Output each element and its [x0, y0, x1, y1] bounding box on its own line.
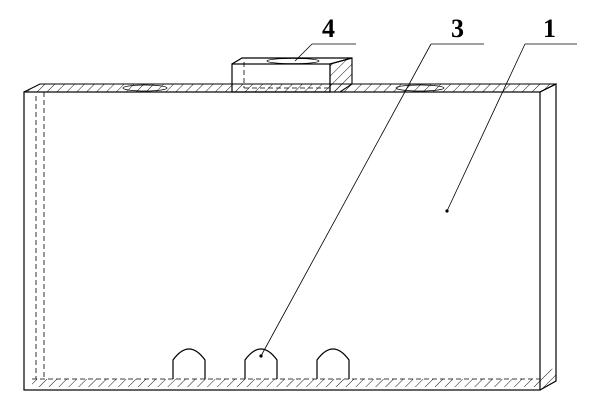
- top-block: [231, 57, 353, 93]
- arch-opening-2: [244, 348, 278, 379]
- arch-opening-3: [316, 348, 350, 379]
- box-front-face: [23, 91, 541, 391]
- callout-1-leader: [446, 43, 526, 212]
- callout-3: 3: [260, 14, 484, 357]
- top-wall-band: [23, 83, 557, 93]
- callout-4-label: 4: [322, 14, 335, 43]
- callout-4-leader: [294, 43, 313, 62]
- bottom-wall-band: [32, 379, 540, 387]
- top-hole-left: [122, 84, 168, 92]
- box-side-face: [539, 83, 557, 391]
- top-block-side: [329, 57, 353, 93]
- arch-openings: [172, 348, 350, 379]
- callout-4: 4: [294, 14, 356, 62]
- callout-1: 1: [445, 14, 577, 213]
- callout-3-label: 3: [451, 14, 464, 43]
- callout-1-label: 1: [543, 14, 556, 43]
- callout-3-leader: [260, 43, 432, 357]
- arch-opening-1: [172, 348, 206, 379]
- top-hole-right: [395, 84, 445, 92]
- side-bottom-hatch: [540, 367, 556, 390]
- top-block-hole: [266, 58, 320, 65]
- box-body: [23, 83, 557, 391]
